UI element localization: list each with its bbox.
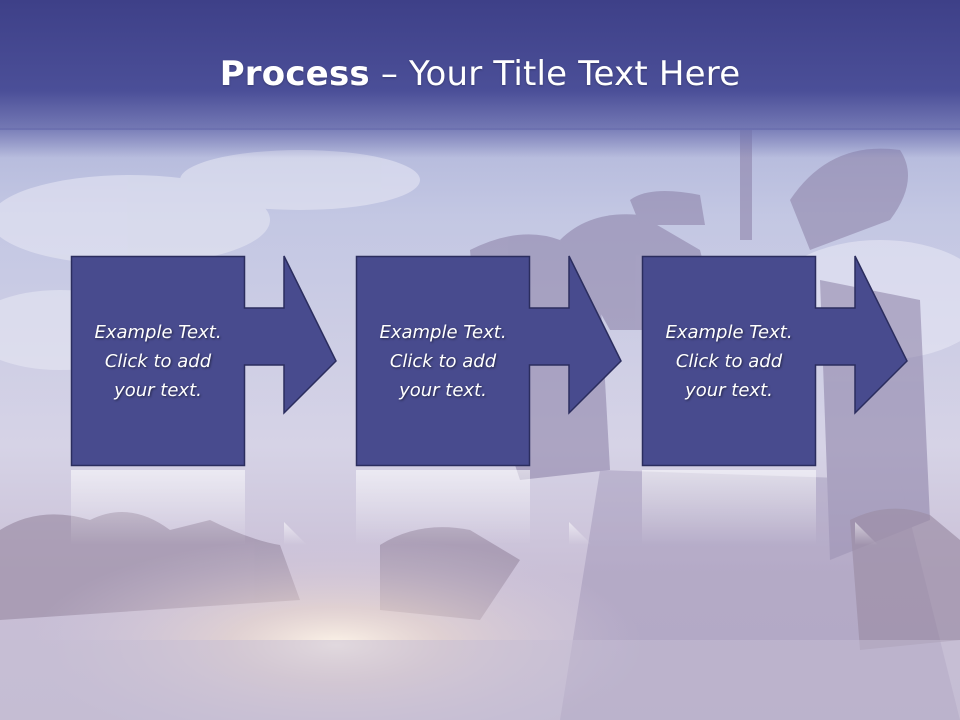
title-area: Process – Your Title Text Here: [0, 0, 960, 150]
process-step-2[interactable]: Example Text. Click to add your text.: [355, 255, 626, 468]
step-1-line-2: Click to add: [104, 350, 212, 372]
step-1-line-1: Example Text.: [94, 321, 222, 343]
slide-title[interactable]: Process – Your Title Text Here: [220, 54, 741, 94]
step-3-line-2: Click to add: [675, 350, 783, 372]
step-2-text[interactable]: Example Text. Click to add your text.: [356, 256, 530, 466]
step-2-arrow-shape: [355, 255, 622, 467]
step-2-line-2: Click to add: [389, 350, 497, 372]
step-3-text[interactable]: Example Text. Click to add your text.: [642, 256, 816, 466]
step-2-reflection: [356, 470, 626, 545]
step-3-line-3: your text.: [685, 379, 773, 401]
step-1-text[interactable]: Example Text. Click to add your text.: [71, 256, 245, 466]
step-1-arrow-shape: [70, 255, 337, 467]
title-bold-text: Process: [219, 54, 370, 94]
step-3-line-1: Example Text.: [665, 321, 793, 343]
step-3-arrow-shape: [641, 255, 908, 467]
process-step-3[interactable]: Example Text. Click to add your text.: [641, 255, 912, 468]
step-1-reflection: [71, 470, 341, 545]
step-1-line-3: your text.: [114, 379, 202, 401]
title-rest-text: – Your Title Text Here: [369, 54, 741, 94]
step-2-line-1: Example Text.: [379, 321, 507, 343]
step-2-line-3: your text.: [399, 379, 487, 401]
step-3-reflection: [642, 470, 912, 545]
process-step-1[interactable]: Example Text. Click to add your text.: [70, 255, 341, 468]
